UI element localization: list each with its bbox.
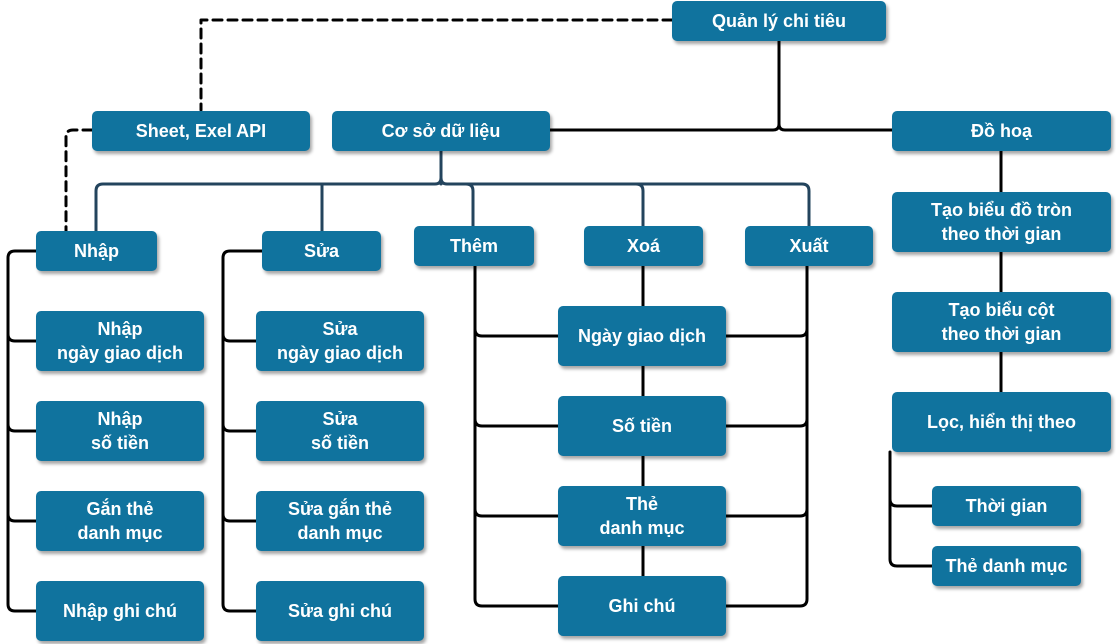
node-field-date: Ngày giao dịch xyxy=(558,306,726,366)
node-filter-time: Thời gian xyxy=(932,486,1081,526)
connector-nhap-subitems xyxy=(6,249,38,613)
node-xoa: Xoá xyxy=(584,226,703,266)
connector-sua-subitems xyxy=(221,249,264,613)
node-nhap-tag: Gắn thẻ danh mục xyxy=(36,491,204,551)
node-sua-tag: Sửa gắn thẻ danh mục xyxy=(256,491,424,551)
node-sua-date: Sửa ngày giao dịch xyxy=(256,311,424,371)
node-nhap-note: Nhập ghi chú xyxy=(36,581,204,641)
node-field-note: Ghi chú xyxy=(558,576,726,636)
node-sua-note: Sửa ghi chú xyxy=(256,581,424,641)
node-nhap: Nhập xyxy=(36,231,157,271)
node-pie-chart: Tạo biểu đồ tròn theo thời gian xyxy=(892,192,1111,252)
connector-database-operations xyxy=(94,148,811,233)
node-nhap-amount: Nhập số tiền xyxy=(36,401,204,461)
node-root: Quản lý chi tiêu xyxy=(672,1,886,41)
node-field-amount: Số tiền xyxy=(558,396,726,456)
node-sheet-api: Sheet, Exel API xyxy=(92,111,310,151)
connector-root-branches xyxy=(548,38,894,132)
connector-them-fields xyxy=(473,264,560,608)
connector-xuat-fields xyxy=(724,264,809,608)
node-sua: Sửa xyxy=(262,231,381,271)
node-database: Cơ sở dữ liệu xyxy=(332,111,550,151)
node-xuat: Xuất xyxy=(745,226,873,266)
node-filter: Lọc, hiển thị theo xyxy=(892,392,1111,452)
node-them: Thêm xyxy=(414,226,534,266)
connector-root-sheet-api xyxy=(199,18,674,112)
node-filter-tag: Thẻ danh mục xyxy=(932,546,1081,586)
connector-sheet-api-nhap xyxy=(64,128,94,233)
node-field-tag: Thẻ danh mục xyxy=(558,486,726,546)
connector-filter-options xyxy=(888,450,934,568)
node-column-chart: Tạo biểu cột theo thời gian xyxy=(892,292,1111,352)
node-nhap-date: Nhập ngày giao dịch xyxy=(36,311,204,371)
node-graphics: Đồ hoạ xyxy=(892,111,1111,151)
node-sua-amount: Sửa số tiền xyxy=(256,401,424,461)
